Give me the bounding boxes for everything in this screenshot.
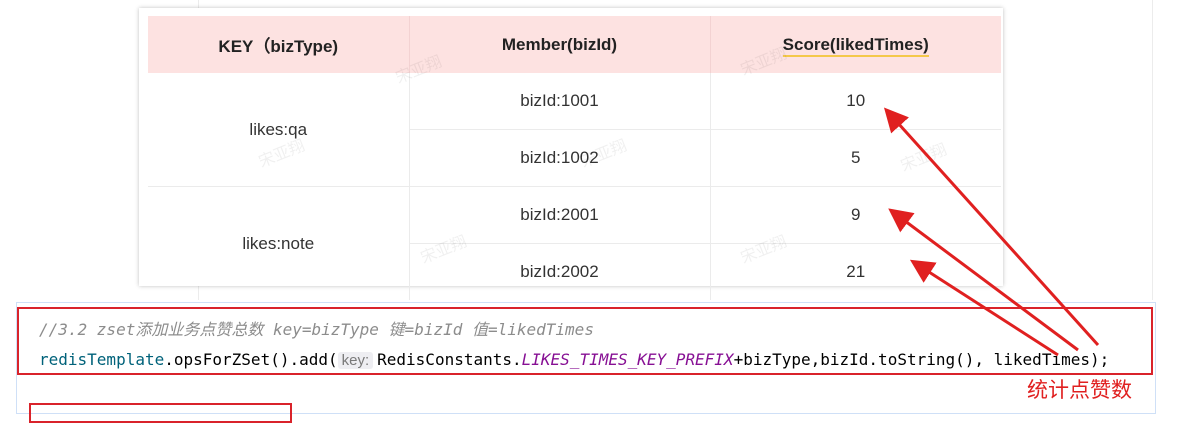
member-cell: bizId:1001 [409, 73, 711, 130]
table-row: bizId:1002 5 [148, 129, 1001, 187]
editor-margin-line [1152, 0, 1153, 300]
score-cell: 10 [710, 73, 1001, 130]
score-cell: 9 [710, 186, 1001, 244]
arrow-to-score-21 [909, 259, 1059, 357]
member-cell: bizId:2002 [409, 243, 711, 300]
annotation-arrows [883, 107, 1100, 357]
code-highlight-box: //3.2 zset添加业务点赞总数 key=bizType 键=bizId 值… [17, 307, 1153, 375]
arrow-to-score-9 [888, 208, 1079, 352]
arrow-to-score-10 [883, 107, 1100, 347]
table-row: likes:note bizId:2001 9 [148, 186, 1001, 300]
header-member: Member(bizId) [409, 16, 711, 73]
code-comment-line: //3.2 zset添加业务点赞总数 key=bizType 键=bizId 值… [39, 320, 594, 339]
header-key: KEY（bizType) [148, 16, 410, 73]
key-cell: likes:note [148, 186, 410, 300]
zset-structure-table: KEY（bizType) Member(bizId) Score(likedTi… [148, 16, 1001, 300]
param-hint: key: [337, 352, 374, 369]
table-header-row: KEY（bizType) Member(bizId) Score(likedTi… [148, 16, 1001, 73]
table-row: likes:qa bizId:1001 10 [148, 73, 1001, 187]
code-editor-panel: //3.2 zset添加业务点赞总数 key=bizType 键=bizId 值… [16, 302, 1156, 414]
code-class-name: RedisConstants. [377, 350, 522, 369]
header-score: Score(likedTimes) [710, 16, 1001, 73]
header-score-label: Score(likedTimes) [782, 34, 929, 57]
code-args: +bizType,bizId.toString(), likedTimes); [733, 350, 1110, 369]
code-receiver: redisTemplate [39, 350, 165, 369]
annotation-label: 统计点赞数 [1027, 378, 1132, 402]
member-cell: bizId:1002 [409, 129, 711, 187]
table-row: bizId:2002 21 [148, 243, 1001, 300]
member-cell: bizId:2001 [409, 186, 711, 244]
zset-structure-table-card: KEY（bizType) Member(bizId) Score(likedTi… [139, 8, 1003, 300]
code-statement-line: redisTemplate.opsForZSet().add(key:Redis… [39, 350, 1109, 369]
score-cell: 21 [846, 262, 866, 281]
code-constant: LIKES_TIMES_KEY_PREFIX [521, 350, 734, 369]
key-cell: likes:qa [148, 73, 410, 187]
score-cell: 5 [710, 129, 1001, 187]
code-method-chain: .opsForZSet().add( [164, 350, 338, 369]
